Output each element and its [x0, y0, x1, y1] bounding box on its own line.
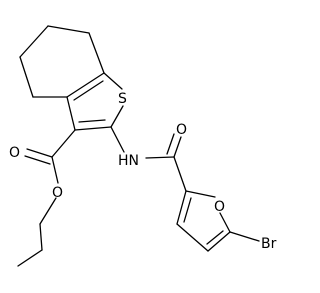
bond-c7-c6	[47, 25, 90, 34]
bond-c2-c3	[74, 126, 112, 131]
bond-c3-c3a	[66, 96, 76, 131]
bond-c5f-br	[229, 231, 260, 242]
bond-camide-o-double-a	[173, 136, 182, 158]
amide-nitrogen-label: HN	[118, 153, 139, 169]
bond-c3a-c7a-inner	[73, 80, 104, 101]
bond-ch2-ch3	[17, 249, 43, 267]
bond-c5f-c4f-inner	[206, 230, 224, 245]
molecule-diagram: S O O HN O O Br	[9, 25, 277, 267]
bond-c5f-c4f	[207, 231, 231, 252]
bond-c4f-c3f	[176, 223, 209, 252]
bond-c3f-c2f-inner	[183, 197, 192, 223]
bond-ch2-ch2	[39, 223, 43, 251]
bond-cester-o-double-b	[24, 155, 51, 165]
bond-c2-n	[110, 126, 125, 153]
propyl-ester	[17, 129, 76, 267]
furan-oxygen-label: O	[214, 199, 225, 215]
bond-c2-c3-inner	[78, 119, 106, 123]
bond-c7a-s	[103, 72, 123, 90]
bond-oether-ch2	[39, 197, 57, 225]
bond-c6-c5	[19, 25, 49, 58]
bond-c2f-o	[185, 190, 216, 198]
bond-o-c5f	[219, 212, 231, 233]
bond-camide-o-double-b	[166, 133, 175, 155]
amide-linkage	[110, 126, 187, 192]
sulfur-atom-label: S	[118, 91, 127, 107]
bond-c3-cester	[51, 129, 76, 158]
bond-c5-c4	[19, 56, 34, 98]
bond-cester-o-double-a	[26, 148, 53, 158]
bond-s-c2	[110, 105, 124, 128]
cyclohexene-ring	[19, 25, 105, 98]
bond-c3f-c2f	[176, 190, 187, 225]
thiophene-ring	[66, 72, 124, 131]
bromine-atom-label: Br	[261, 236, 277, 252]
ester-ether-oxygen-label: O	[52, 185, 63, 201]
bond-camide-c2furan	[173, 156, 187, 192]
amide-carbonyl-oxygen-label: O	[176, 122, 187, 138]
furan-ring	[176, 190, 260, 252]
ester-carbonyl-oxygen-label: O	[9, 145, 20, 161]
bond-cester-oether	[51, 156, 59, 184]
bond-n-camide	[145, 156, 175, 159]
bond-c7a-c7	[88, 32, 105, 74]
bond-c3a-c7a	[66, 72, 105, 98]
